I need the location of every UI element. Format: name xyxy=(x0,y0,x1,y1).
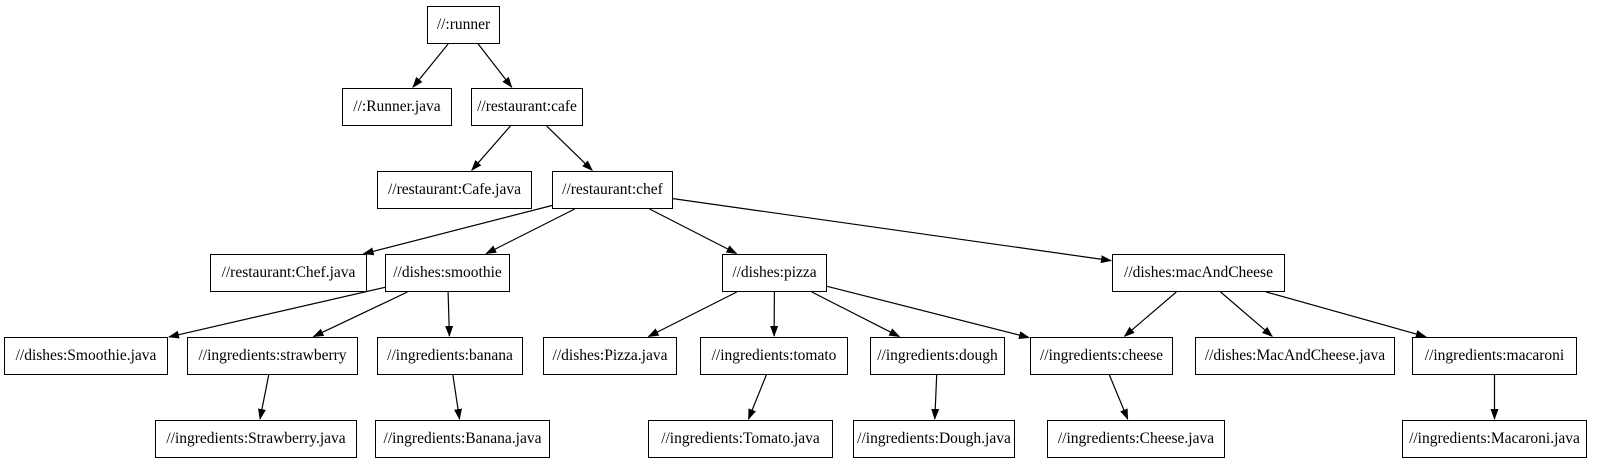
graph-edge xyxy=(477,43,513,88)
node-dough-java: //ingredients:Dough.java xyxy=(853,420,1015,458)
graph-edge xyxy=(826,285,1030,340)
graph-edge xyxy=(1220,291,1273,337)
node-tomato-java: //ingredients:Tomato.java xyxy=(648,420,833,458)
graph-edge xyxy=(445,291,454,337)
graph-edge xyxy=(1123,291,1177,337)
graph-edge xyxy=(747,374,767,421)
graph-edge xyxy=(362,204,553,256)
graph-edge xyxy=(811,291,901,338)
node-dough: //ingredients:dough xyxy=(870,337,1005,375)
node-runner-java: //:Runner.java xyxy=(342,88,452,126)
graph-edges xyxy=(168,43,1499,421)
node-cheese-java: //ingredients:Cheese.java xyxy=(1047,420,1225,458)
node-mac-and-cheese: //dishes:macAndCheese xyxy=(1112,254,1285,292)
node-pizza: //dishes:pizza xyxy=(722,254,827,292)
node-smoothie: //dishes:smoothie xyxy=(385,254,510,292)
graph-edge xyxy=(168,286,386,339)
graph-edge xyxy=(649,208,738,255)
graph-edge xyxy=(931,374,940,420)
graph-edge xyxy=(1108,374,1129,421)
node-pizza-java: //dishes:Pizza.java xyxy=(543,337,677,375)
graph-edge xyxy=(1266,291,1427,338)
node-chef-java: //restaurant:Chef.java xyxy=(210,254,367,292)
node-strawberry-java: //ingredients:Strawberry.java xyxy=(155,420,357,458)
node-runner: //:runner xyxy=(427,6,500,44)
graph-edge xyxy=(452,374,462,420)
node-chef: //restaurant:chef xyxy=(552,171,673,209)
node-cheese: //ingredients:cheese xyxy=(1030,337,1173,375)
node-mac-and-cheese-java: //dishes:MacAndCheese.java xyxy=(1195,337,1395,375)
node-cafe-java: //restaurant:Cafe.java xyxy=(377,171,532,209)
graph-edge xyxy=(258,374,270,420)
node-smoothie-java: //dishes:Smoothie.java xyxy=(4,337,168,375)
graph-edge xyxy=(647,291,738,338)
node-banana-java: //ingredients:Banana.java xyxy=(375,420,550,458)
graph-edge xyxy=(546,125,593,171)
graph-edge xyxy=(312,291,408,338)
graph-edge xyxy=(471,125,511,171)
node-cafe: //restaurant:cafe xyxy=(471,88,583,126)
node-tomato: //ingredients:tomato xyxy=(700,337,848,375)
node-macaroni: //ingredients:macaroni xyxy=(1412,337,1577,375)
graph-edge xyxy=(412,43,449,88)
graph-edge xyxy=(485,208,575,255)
node-strawberry: //ingredients:strawberry xyxy=(187,337,358,375)
node-banana: //ingredients:banana xyxy=(377,337,523,375)
graph-edge xyxy=(672,198,1112,264)
node-macaroni-java: //ingredients:Macaroni.java xyxy=(1402,420,1587,458)
